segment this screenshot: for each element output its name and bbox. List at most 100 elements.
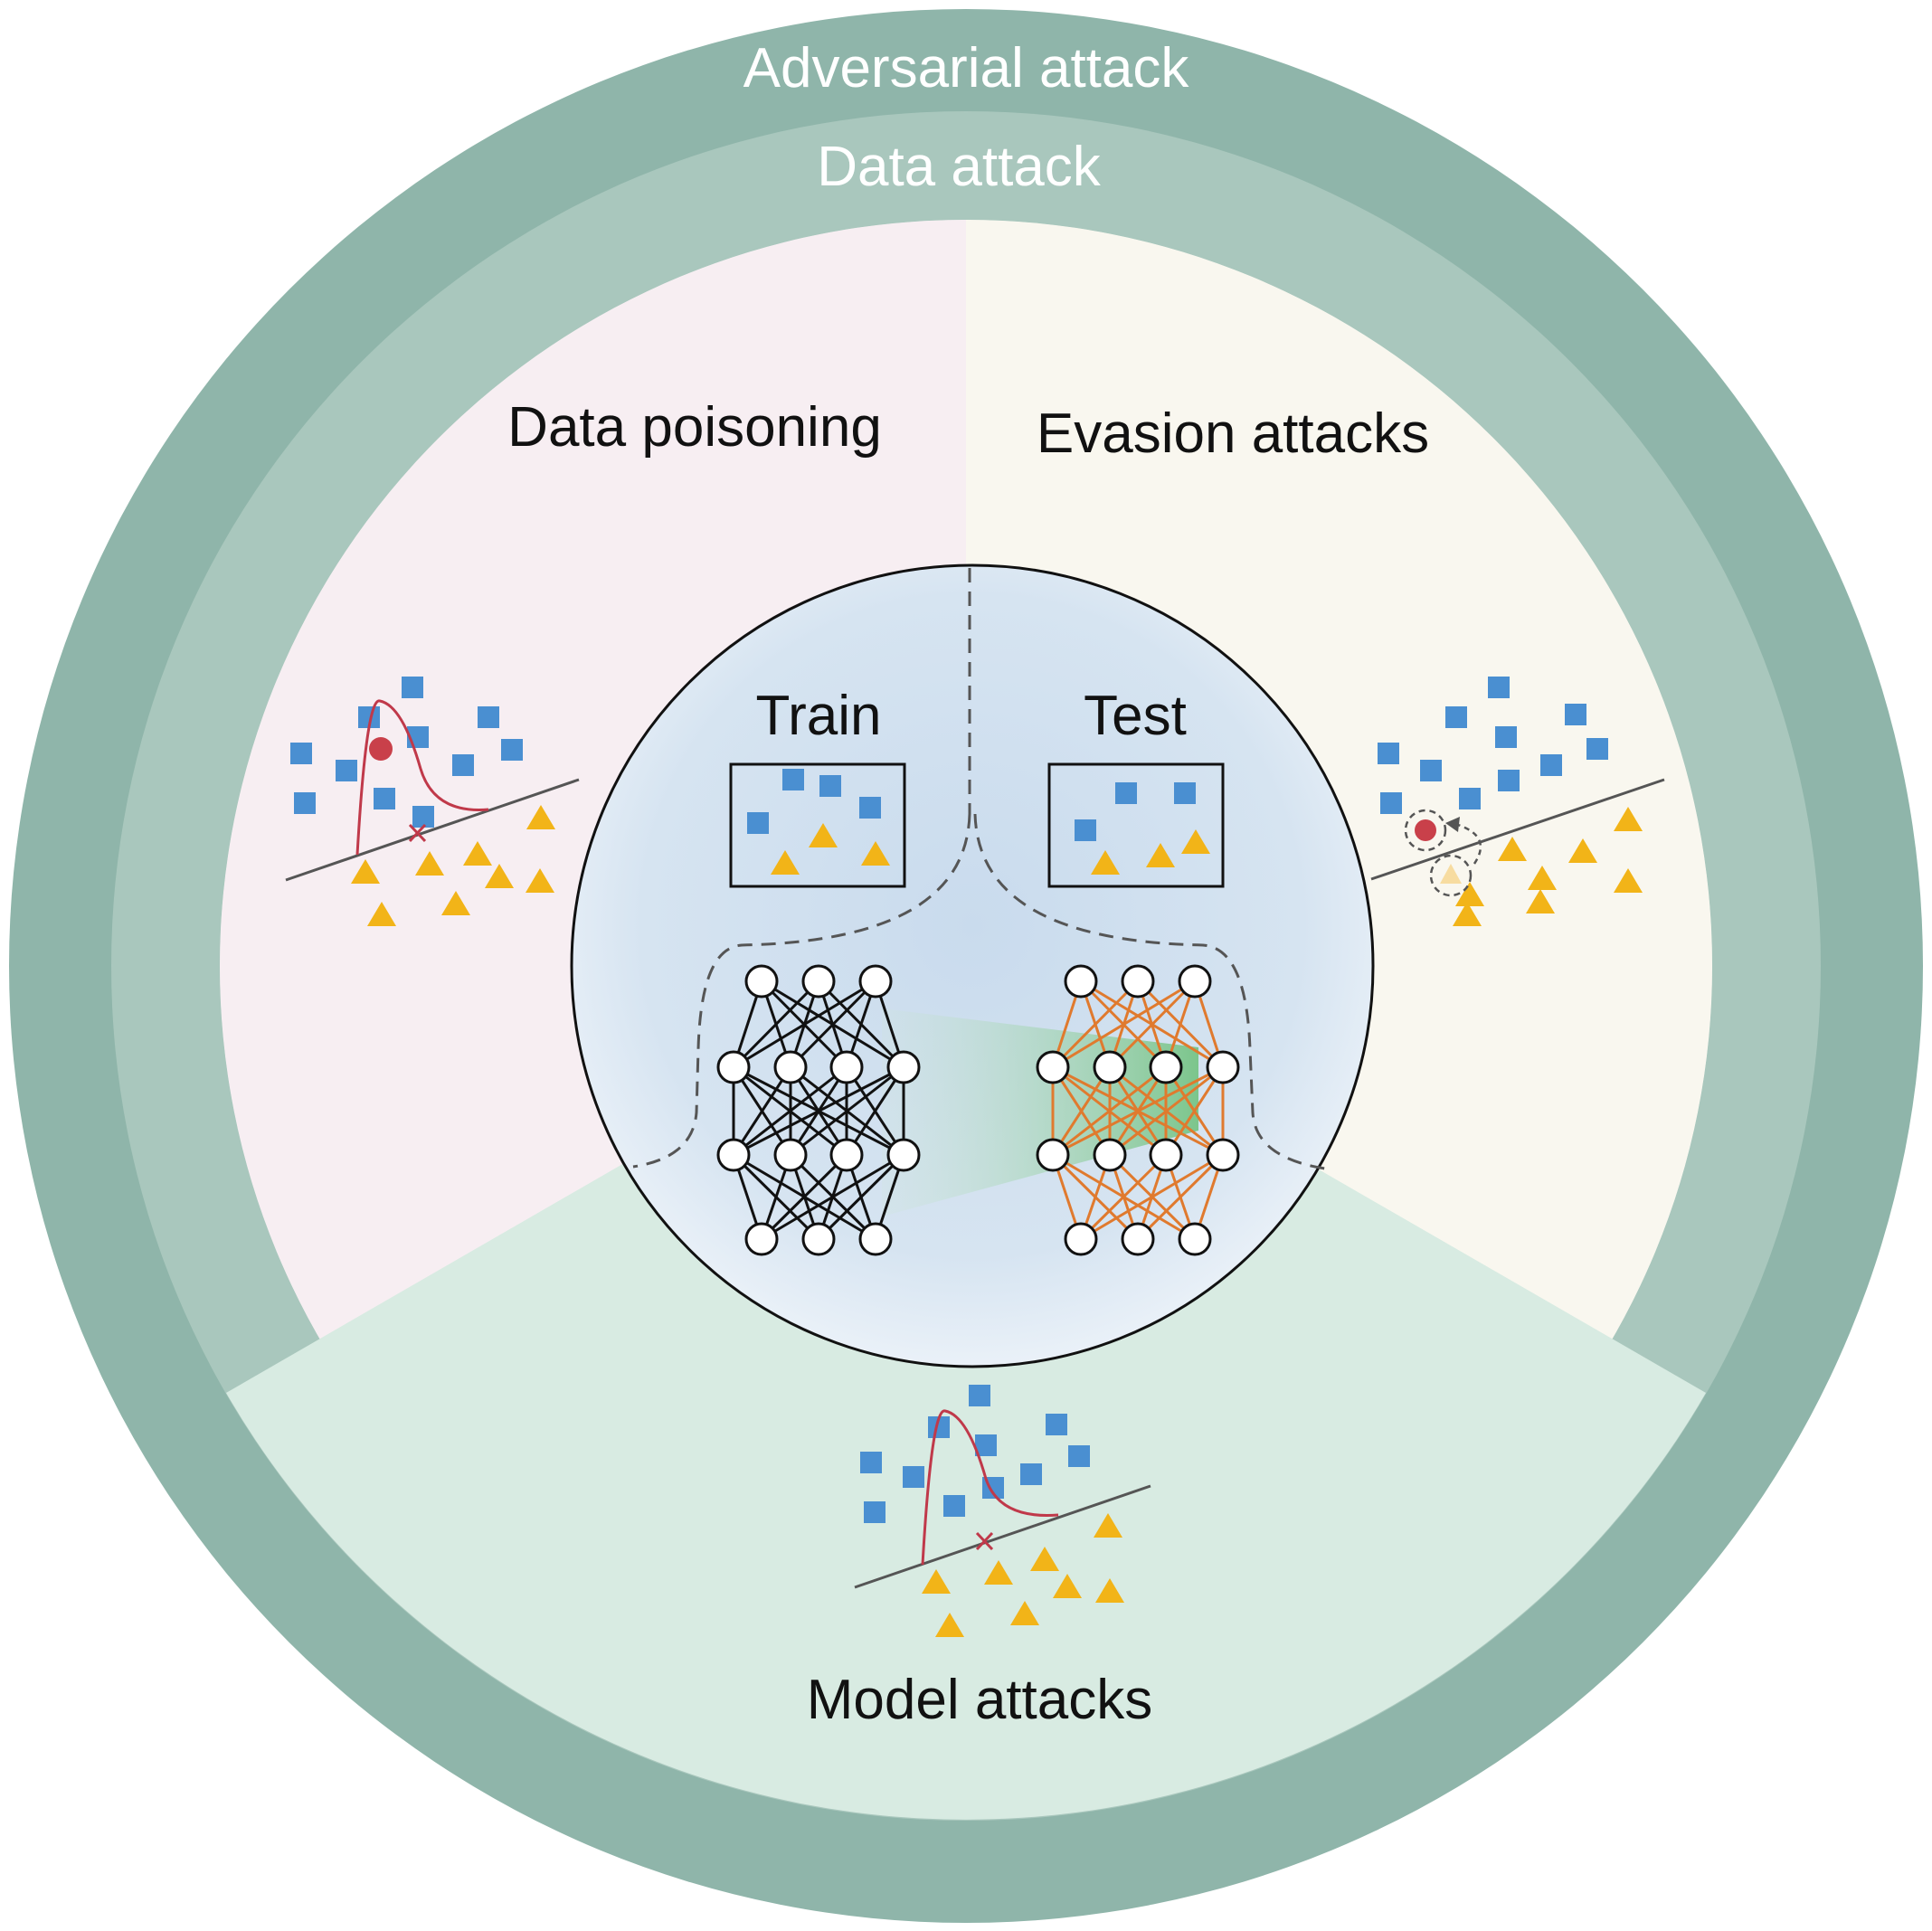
triangle-marker-icon bbox=[1528, 866, 1557, 890]
square-marker-icon bbox=[943, 1495, 965, 1517]
test-neural-network-icon bbox=[1036, 964, 1240, 1256]
network-node bbox=[744, 1222, 779, 1256]
square-marker-icon bbox=[336, 760, 357, 781]
network-edge bbox=[1136, 1153, 1225, 1241]
triangle-marker-icon bbox=[1095, 1578, 1124, 1603]
network-node bbox=[829, 1138, 864, 1172]
network-node bbox=[1036, 1050, 1070, 1084]
square-marker-icon bbox=[1115, 782, 1137, 804]
square-marker-icon bbox=[1586, 738, 1608, 760]
network-node bbox=[744, 964, 779, 999]
triangle-marker-icon bbox=[771, 850, 800, 875]
triangle-marker-icon bbox=[463, 841, 492, 866]
triangle-marker-icon bbox=[922, 1569, 951, 1594]
network-edge bbox=[1079, 1153, 1168, 1241]
triangle-marker-icon bbox=[1498, 837, 1527, 861]
poison-curve bbox=[355, 699, 489, 856]
network-node bbox=[1036, 1138, 1070, 1172]
network-node bbox=[1206, 1050, 1240, 1084]
square-marker-icon bbox=[860, 1452, 882, 1473]
network-node bbox=[858, 1222, 893, 1256]
triangle-marker-icon bbox=[809, 823, 838, 847]
poison-curve bbox=[921, 1409, 1059, 1566]
square-marker-icon bbox=[1488, 677, 1510, 698]
triangle-marker-icon bbox=[526, 868, 554, 893]
square-marker-icon bbox=[478, 706, 499, 728]
evasion-attacks-label: Evasion attacks bbox=[1037, 402, 1429, 465]
network-node bbox=[1121, 1222, 1155, 1256]
network-node bbox=[1178, 1222, 1212, 1256]
square-marker-icon bbox=[1380, 792, 1402, 814]
triangle-marker-icon bbox=[1614, 868, 1643, 893]
network-node bbox=[1206, 1138, 1240, 1172]
network-node bbox=[1178, 964, 1212, 999]
triangle-marker-icon bbox=[1455, 882, 1484, 906]
square-marker-icon bbox=[1498, 770, 1520, 791]
sector-model-attacks bbox=[226, 966, 1706, 1820]
network-node bbox=[1093, 1138, 1127, 1172]
triangle-marker-icon bbox=[1146, 843, 1175, 867]
triangle-marker-icon bbox=[984, 1560, 1013, 1585]
triangle-marker-icon bbox=[1568, 838, 1597, 863]
square-marker-icon bbox=[903, 1466, 924, 1488]
adversarial-point bbox=[1415, 819, 1436, 841]
network-edge bbox=[1109, 1065, 1224, 1157]
network-edge bbox=[789, 980, 877, 1069]
square-marker-icon bbox=[501, 739, 523, 761]
poison-cross-icon bbox=[408, 823, 427, 843]
triangle-marker-icon bbox=[1453, 902, 1482, 926]
network-edge bbox=[1052, 1065, 1224, 1157]
evasion-highlight bbox=[1429, 854, 1473, 897]
square-marker-icon bbox=[1540, 754, 1562, 776]
network-edge bbox=[845, 1066, 905, 1156]
poison-point bbox=[369, 737, 393, 761]
square-marker-icon bbox=[1420, 760, 1442, 781]
data-poisoning-label: Data poisoning bbox=[507, 396, 882, 459]
network-edge bbox=[1164, 1066, 1225, 1156]
triangle-marker-icon bbox=[1010, 1601, 1039, 1625]
square-marker-icon bbox=[864, 1501, 886, 1523]
network-edge bbox=[733, 1065, 904, 1157]
faded-triangle-marker-icon bbox=[1440, 864, 1462, 884]
square-marker-icon bbox=[1495, 726, 1517, 748]
square-marker-icon bbox=[294, 792, 316, 814]
square-marker-icon bbox=[1174, 782, 1196, 804]
network-node bbox=[858, 964, 893, 999]
outer-ring-label: Adversarial attack bbox=[743, 37, 1190, 99]
network-node bbox=[886, 1050, 921, 1084]
square-marker-icon bbox=[819, 775, 841, 797]
test-label: Test bbox=[1084, 685, 1187, 747]
network-node bbox=[773, 1050, 808, 1084]
network-node bbox=[773, 1138, 808, 1172]
square-marker-icon bbox=[374, 788, 395, 809]
poison-cross-icon bbox=[975, 1531, 994, 1551]
triangle-marker-icon bbox=[367, 902, 396, 926]
network-node bbox=[716, 1138, 751, 1172]
network-node bbox=[1064, 964, 1098, 999]
square-marker-icon bbox=[969, 1385, 990, 1406]
network-node bbox=[1064, 1222, 1098, 1256]
square-marker-icon bbox=[1075, 819, 1096, 841]
network-edge bbox=[733, 980, 876, 1069]
square-marker-icon bbox=[1378, 743, 1399, 764]
evasion-highlight bbox=[1404, 809, 1447, 852]
network-node bbox=[801, 1222, 836, 1256]
network-edge bbox=[733, 1065, 848, 1157]
network-node bbox=[1149, 1050, 1183, 1084]
square-marker-icon bbox=[1068, 1445, 1090, 1467]
network-node bbox=[716, 1050, 751, 1084]
center-circle bbox=[570, 563, 1375, 1368]
test-data-box bbox=[1047, 762, 1225, 888]
triangle-marker-icon bbox=[1053, 1574, 1082, 1598]
train-neural-network-icon bbox=[716, 964, 921, 1256]
sector-data-poisoning bbox=[220, 220, 966, 1628]
triangle-marker-icon bbox=[861, 841, 890, 866]
network-node bbox=[886, 1138, 921, 1172]
square-marker-icon bbox=[859, 797, 881, 819]
triangle-marker-icon bbox=[1091, 850, 1120, 875]
square-marker-icon bbox=[1565, 704, 1586, 725]
network-edge bbox=[732, 980, 820, 1069]
square-marker-icon bbox=[452, 754, 474, 776]
decision-boundary bbox=[1370, 778, 1665, 881]
network-node bbox=[1093, 1050, 1127, 1084]
